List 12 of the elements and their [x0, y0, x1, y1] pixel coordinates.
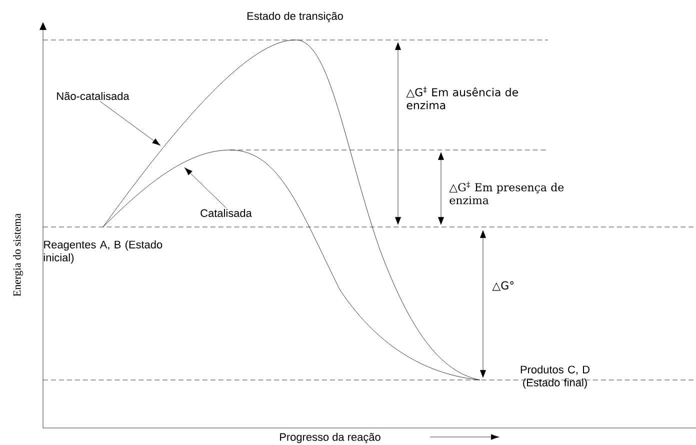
dimension-label: △G$^{‡}$ Em ausência de enzima [406, 86, 518, 110]
leader-line [184, 167, 226, 208]
curve-label: Não-catalisada [57, 92, 130, 100]
state-label: Reagentes A, B (Estado inicial) [44, 240, 162, 264]
dimension-label: △G° [492, 281, 514, 291]
heading: Estado de transição [247, 12, 343, 22]
dimension-label: △G$^{‡}$ Em presença de enzima [449, 182, 564, 204]
state-label: Produtos C, D (Estado final) [520, 365, 590, 389]
leader-line [100, 101, 160, 146]
axis-title: Progresso da reação [280, 432, 380, 444]
curve-label: Catalisada [200, 208, 252, 218]
axis-title: Energia do sistema [13, 214, 23, 296]
